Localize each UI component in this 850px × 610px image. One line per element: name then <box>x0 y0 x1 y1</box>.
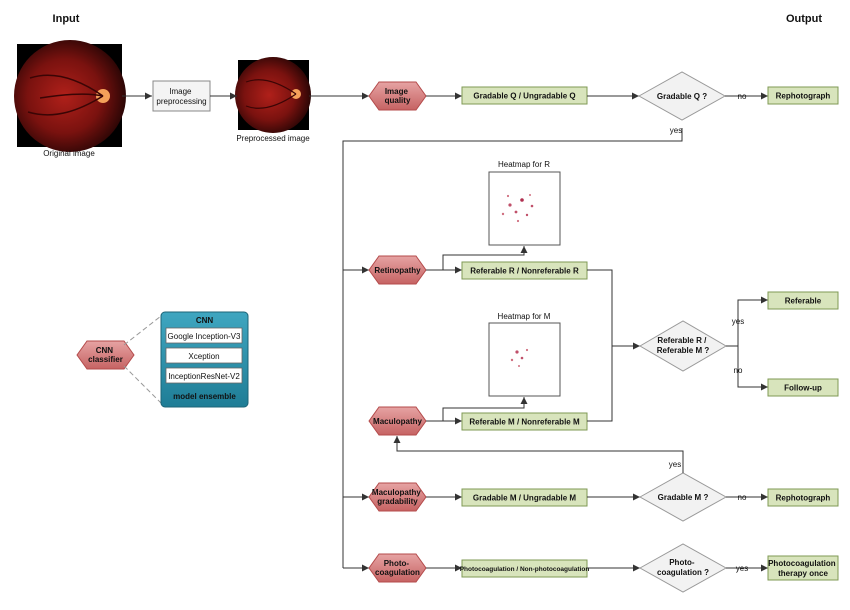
model-inceptionresnet-v2: InceptionResNet-V2 <box>168 372 240 381</box>
cnn-ensemble-panel <box>160 311 249 408</box>
quality-result-label: Gradable Q / Ungradable Q <box>473 92 575 101</box>
maculopathy-label: Maculopathy <box>373 417 422 426</box>
heatmap-r-title: Heatmap for R <box>498 160 550 169</box>
edge-quality-yes: yes <box>670 126 682 135</box>
rephotograph-label-1: Rephotograph <box>776 92 831 101</box>
referable-output-box <box>767 291 839 310</box>
cnn-classifier-hexagon <box>76 340 135 370</box>
photo-therapy-box <box>767 555 839 581</box>
rephotograph-box-2 <box>767 488 839 507</box>
cnn-classifier-label: CNN classifier <box>88 346 123 364</box>
edge-referable-no: no <box>734 366 743 375</box>
image-quality-label: Image quality <box>385 87 411 105</box>
preprocessed-image-caption: Preprocessed image <box>236 134 310 143</box>
heatmap-r-image <box>488 171 561 246</box>
edge-gradable-m-yes: yes <box>669 460 681 469</box>
edge-photo-yes: yes <box>736 564 748 573</box>
original-image <box>14 40 126 152</box>
rephotograph-label-2: Rephotograph <box>776 494 831 503</box>
input-header: Input <box>53 13 80 25</box>
photo-therapy-label: Photocoagulation therapy once <box>768 559 838 578</box>
heatmap-m-title: Heatmap for M <box>498 312 551 321</box>
mac-grad-result-label: Gradable M / Ungradable M <box>473 494 576 503</box>
edge-quality-no: no <box>738 92 747 101</box>
edge-gradable-m-no: no <box>738 493 747 502</box>
image-preprocessing-box <box>152 80 211 112</box>
output-header: Output <box>786 13 822 25</box>
photocoagulation-decision-label: Photo- coagulation ? <box>657 558 709 577</box>
cnn-panel-footer: model ensemble <box>173 392 236 401</box>
model-google-inception-v3: Google Inception-V3 <box>168 332 241 341</box>
maculopathy-gradability-label: Maculopathy gradability <box>372 488 423 506</box>
photo-result-label: Photocoagulation / Non-photocoagulation <box>460 566 590 573</box>
original-image-caption: Original image <box>43 149 95 158</box>
preprocessed-image <box>235 57 311 133</box>
cnn-panel-title: CNN <box>196 316 214 325</box>
maculopathy-result-label: Referable M / Nonreferable M <box>469 418 580 427</box>
gradable-m-label: Gradable M ? <box>658 493 709 502</box>
gradable-q-label: Gradable Q ? <box>657 92 707 101</box>
retinopathy-result-label: Referable R / Nonreferable R <box>470 267 579 276</box>
model-xception: Xception <box>188 352 219 361</box>
followup-output-label: Follow-up <box>784 384 822 393</box>
referable-decision-label: Referable R / Referable M ? <box>657 336 710 355</box>
retinopathy-label: Retinopathy <box>374 266 421 275</box>
followup-output-box <box>767 378 839 397</box>
preprocessing-label: Image preprocessing <box>156 87 206 106</box>
edge-referable-yes: yes <box>732 317 744 326</box>
heatmap-m-image <box>488 322 561 397</box>
photocoagulation-label: Photo- coagulation <box>375 559 420 577</box>
rephotograph-box-1 <box>767 86 839 105</box>
referable-output-label: Referable <box>785 297 822 306</box>
